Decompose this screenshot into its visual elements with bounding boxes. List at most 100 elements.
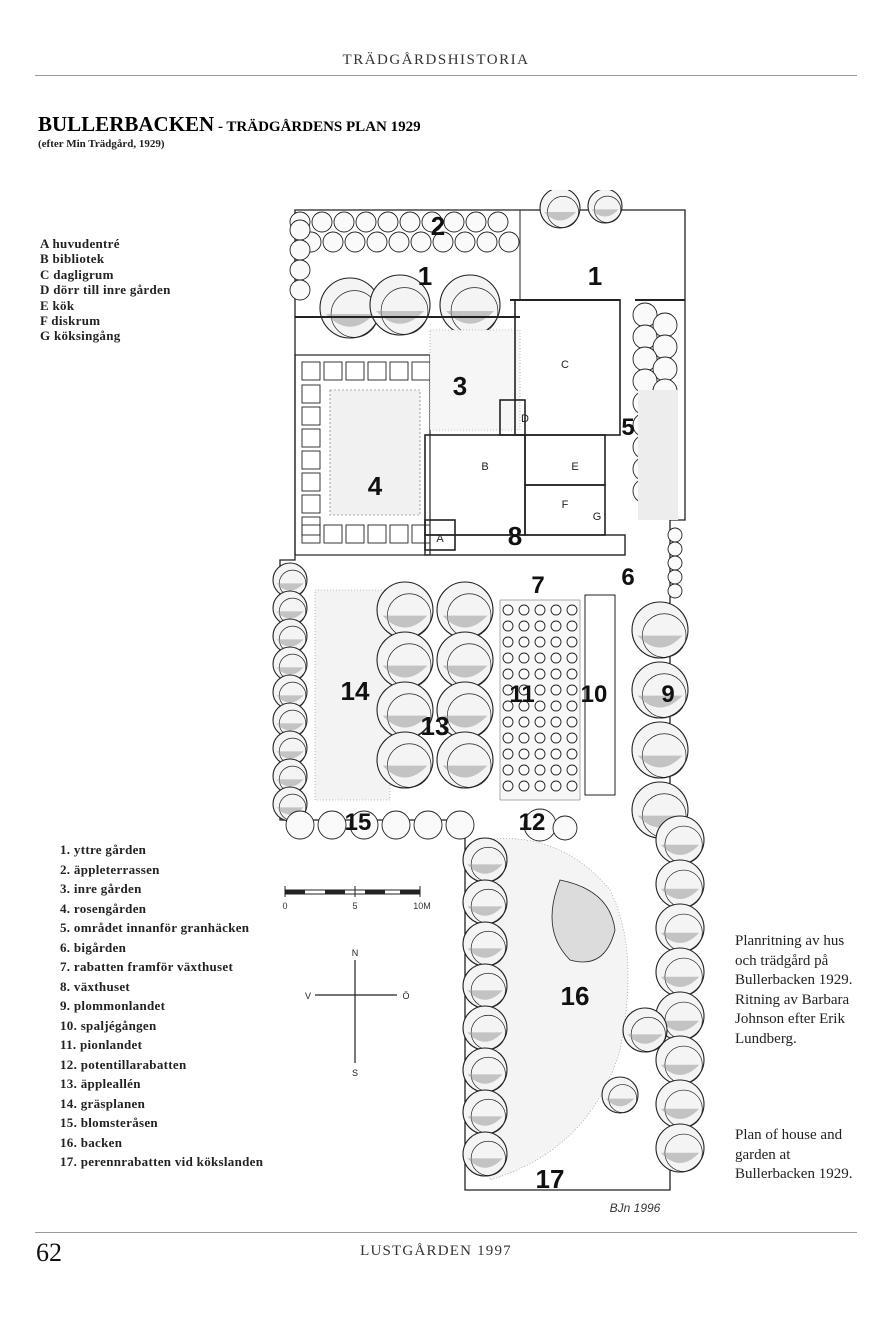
shrub-symbol	[487, 211, 509, 233]
shrub-symbol	[566, 684, 578, 696]
house-room-e	[524, 434, 606, 486]
shrub-symbol	[518, 636, 530, 648]
zone-label: 2	[431, 211, 445, 241]
shrub-symbol	[289, 279, 311, 301]
article-title: BULLERBACKEN - TRÄDGÅRDENS PLAN 1929	[38, 112, 421, 137]
shrub-symbol	[476, 231, 498, 253]
rose-bed	[345, 524, 365, 544]
legend-letter-item: G köksingång	[40, 328, 121, 344]
tree-symbol	[462, 1005, 508, 1051]
legend-letter-item: F diskrum	[40, 313, 101, 329]
rose-bed	[323, 524, 343, 544]
legend-number-item: 4. rosengården	[60, 900, 147, 916]
shrub-symbol	[518, 732, 530, 744]
tree-symbol	[587, 190, 623, 224]
shrub-symbol	[518, 652, 530, 664]
shrub-symbol	[317, 810, 347, 840]
shrub-symbol	[534, 716, 546, 728]
shrub-symbol	[667, 541, 683, 557]
tree-symbol	[655, 859, 705, 909]
shrub-symbol	[322, 231, 344, 253]
legend-number-item: 2. äppleterrassen	[60, 861, 160, 877]
tree-symbol	[272, 702, 308, 738]
legend-letter-item: C dagligrum	[40, 266, 114, 282]
tree-symbol	[655, 1123, 705, 1173]
compass-rose: N S V Ö	[305, 948, 410, 1078]
shrub-symbol	[518, 716, 530, 728]
shrub-symbol	[502, 700, 514, 712]
scale-tick-10: 10M	[413, 901, 431, 911]
rose-bed	[411, 524, 431, 544]
shrub-symbol	[502, 716, 514, 728]
room-label: F	[562, 499, 569, 511]
shrub-symbol	[566, 668, 578, 680]
shrub-symbol	[566, 636, 578, 648]
compass-south: S	[352, 1068, 358, 1078]
shrub-symbol	[667, 527, 683, 543]
legend-number-item: 12. potentillarabatten	[60, 1056, 187, 1072]
shrub-symbol	[566, 716, 578, 728]
caption-english: Plan of house and garden at Bullerbacken…	[735, 1127, 853, 1182]
shrub-symbol	[399, 211, 421, 233]
shrub-symbol	[550, 716, 562, 728]
tree-symbol	[631, 721, 689, 779]
shrub-symbol	[443, 211, 465, 233]
shrub-symbol	[421, 211, 443, 233]
tree-symbol	[655, 1079, 705, 1129]
shrub-symbol	[349, 810, 379, 840]
tree-symbol	[272, 562, 308, 598]
header-rule	[35, 75, 857, 76]
tree-symbol	[655, 903, 705, 953]
article-title-suffix: - TRÄDGÅRDENS PLAN 1929	[214, 119, 421, 135]
rose-bed	[301, 524, 321, 544]
shrub-symbol	[502, 668, 514, 680]
zone-label: 10	[581, 681, 608, 708]
shrub-symbol	[550, 700, 562, 712]
shrub-symbol	[377, 211, 399, 233]
shrub-symbol	[534, 652, 546, 664]
room-label: A	[436, 533, 444, 545]
shrub-symbol	[534, 780, 546, 792]
tree-symbol	[655, 1035, 705, 1085]
tree-symbol	[462, 1089, 508, 1135]
shrub-symbol	[667, 583, 683, 599]
rose-bed	[301, 384, 321, 404]
zone-label: 9	[661, 681, 674, 708]
rose-bed	[323, 361, 343, 381]
legend-number-item: 9. plommonlandet	[60, 998, 166, 1013]
rose-bed	[345, 361, 365, 381]
shrub-symbol	[502, 604, 514, 616]
shrub-symbol	[566, 604, 578, 616]
espalier-walk	[584, 594, 616, 796]
rose-bed	[389, 361, 409, 381]
rose-bed	[411, 361, 431, 381]
caption-swedish: Planritning av hus och trädgård på Bulle…	[735, 933, 853, 1047]
shrub-symbol	[289, 239, 311, 261]
shrub-symbol	[534, 668, 546, 680]
shrub-symbol	[534, 748, 546, 760]
tree-symbol	[462, 837, 508, 883]
shrub-symbol	[502, 684, 514, 696]
tree-symbol	[601, 1076, 639, 1114]
tree-symbol	[376, 581, 434, 639]
zone-label: 7	[531, 572, 544, 599]
greenhouse	[424, 534, 626, 556]
tree-symbol	[622, 1007, 668, 1053]
shrub-symbol	[366, 231, 388, 253]
shrub-symbol	[289, 219, 311, 241]
shrub-symbol	[454, 231, 476, 253]
shrub-symbol	[566, 732, 578, 744]
tree-symbol	[655, 947, 705, 997]
shrub-symbol	[344, 231, 366, 253]
shrub-symbol	[534, 684, 546, 696]
scale-bar: 0 5 10M	[282, 886, 431, 911]
tree-symbol	[439, 274, 501, 336]
legend-letter-item: B bibliotek	[40, 251, 105, 267]
plan-artwork	[272, 190, 705, 1191]
shrub-symbol	[285, 810, 315, 840]
tree-symbol	[462, 1131, 508, 1177]
rose-bed	[301, 450, 321, 470]
tree-symbol	[462, 921, 508, 967]
